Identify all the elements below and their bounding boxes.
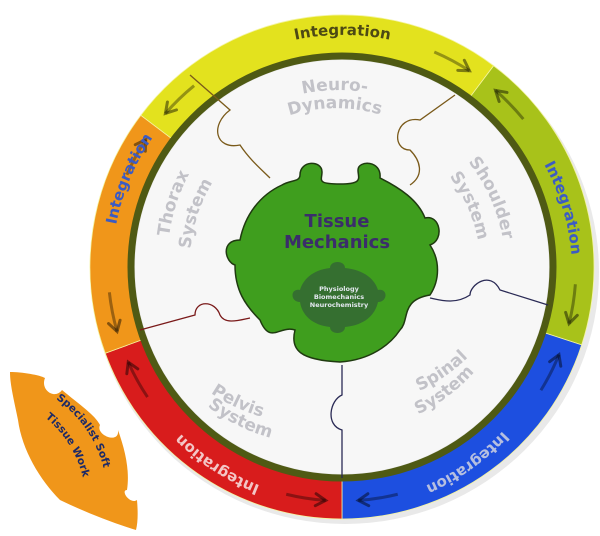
ring-arrow-track-bottom-right <box>358 354 561 502</box>
divider-neuro-shoulder <box>397 94 456 186</box>
arrow-head-icon <box>493 88 509 103</box>
core-item-biomechanics: Biomechanics <box>314 293 364 301</box>
arrow-head-icon <box>456 58 472 73</box>
ring-arrow-track-right <box>494 89 578 324</box>
arrow-head-icon <box>564 310 579 327</box>
center-title-line1: Tissue <box>305 211 370 232</box>
divider-pelvis-thorax <box>139 303 251 331</box>
ring-arrow-track-left <box>106 138 148 332</box>
arrow-head-icon <box>313 492 329 508</box>
divider-spinal-pelvis <box>330 365 343 478</box>
arrow-head-icon <box>107 318 122 335</box>
arrow-head-icon <box>133 137 148 153</box>
divider-thorax-neuro <box>189 74 271 179</box>
specialist-soft-tissue-piece[interactable]: Specialist Soft Tissue Work <box>10 372 138 530</box>
core-piece-shape <box>292 262 386 333</box>
ring-arrow-track-bottom-left <box>126 361 326 502</box>
arrow-head-icon <box>355 492 371 508</box>
center-piece[interactable]: Tissue Mechanics Physiology Biomechanics… <box>225 162 440 363</box>
arrow-head-icon <box>548 351 563 368</box>
arrow-head-icon <box>163 100 178 116</box>
system-neuro-line1[interactable]: Neuro- <box>300 75 369 99</box>
center-piece-shape <box>225 162 440 363</box>
puzzle-dividers <box>139 74 549 478</box>
arrow-head-icon <box>125 359 140 376</box>
center-title-line2: Mechanics <box>284 232 390 253</box>
external-piece-shape <box>10 372 138 530</box>
core-item-neurochemistry: Neurochemistry <box>310 301 369 309</box>
divider-shoulder-spinal <box>429 279 549 306</box>
core-item-physiology: Physiology <box>319 285 360 293</box>
